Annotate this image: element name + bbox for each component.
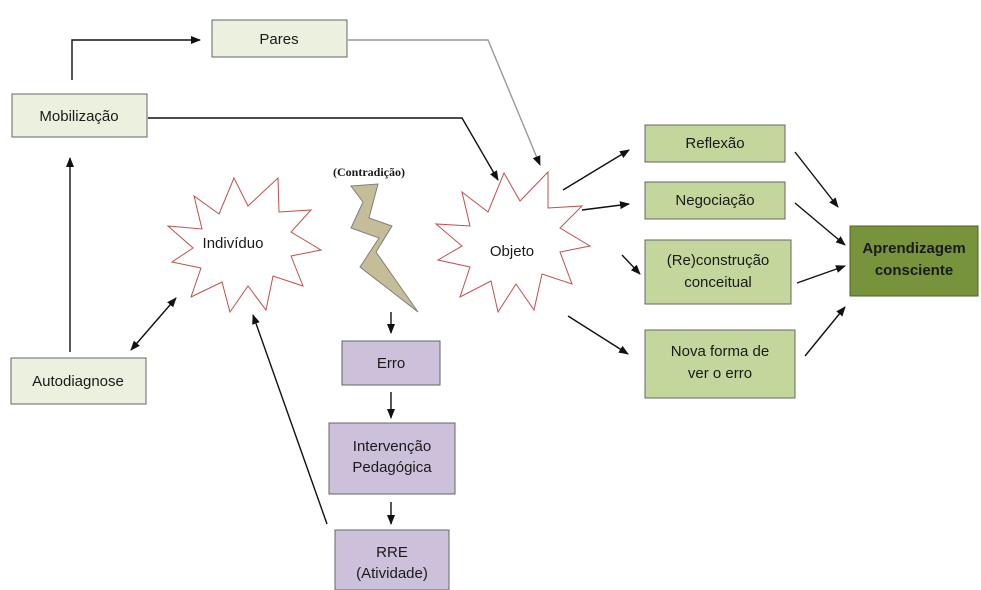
negociacao-box: Negociação [644, 181, 786, 220]
individuo-star: Indivíduo [166, 176, 323, 314]
autodiagnose-box: Autodiagnose [10, 357, 147, 405]
lightning-bolt-icon [350, 183, 419, 313]
pares-box: Pares [211, 19, 348, 58]
arrow-reflexao-to-aprendizagem [794, 151, 839, 208]
arrow-objeto-to-reconstrucao [621, 254, 641, 275]
autodiagnose-label: Autodiagnose [32, 373, 124, 390]
aprendizagem-label-line1: Aprendizagem [862, 240, 965, 257]
arrow-autodiagnose-individuo [130, 297, 177, 351]
nova-forma-label-line2: ver o erro [688, 365, 752, 382]
arrow-pares-to-objeto [348, 39, 541, 166]
arrow-negociacao-to-aprendizagem [794, 202, 846, 246]
rre-box: RRE (Atividade) [334, 529, 450, 590]
connectors [66, 36, 846, 525]
reconstrucao-label-line1: (Re)construção [667, 252, 770, 269]
contradicao-label: (Contradição) [333, 165, 405, 179]
mobilizacao-box: Mobilização [11, 93, 148, 138]
mobilizacao-label: Mobilização [39, 108, 118, 125]
rre-label-line1: RRE [376, 544, 408, 561]
arrow-objeto-to-negociacao [581, 201, 630, 211]
arrow-reconstrucao-to-aprendizagem [796, 265, 846, 284]
arrow-mobilizacao-to-pares [71, 36, 201, 80]
objeto-label: Objeto [490, 243, 534, 260]
reconstrucao-box: (Re)construção conceitual [644, 239, 792, 305]
erro-box: Erro [341, 340, 441, 386]
pares-label: Pares [259, 31, 298, 48]
reflexao-label: Reflexão [685, 135, 744, 152]
intervencao-label-line2: Pedagógica [352, 459, 432, 476]
intervencao-box: Intervenção Pedagógica [328, 422, 456, 495]
nova-forma-box: Nova forma de ver o erro [644, 329, 796, 399]
erro-label: Erro [377, 355, 405, 372]
arrow-nova-forma-to-aprendizagem [804, 306, 846, 357]
arrow-rre-to-individuo [252, 314, 328, 525]
negociacao-label: Negociação [675, 192, 754, 209]
reflexao-box: Reflexão [644, 124, 786, 163]
rre-label-line2: (Atividade) [356, 565, 428, 582]
arrow-objeto-to-nova-forma [567, 315, 629, 355]
reconstrucao-label-line2: conceitual [684, 274, 752, 291]
arrow-mobilizacao-to-objeto [148, 117, 499, 181]
aprendizagem-label-line2: consciente [875, 262, 953, 279]
aprendizagem-box: Aprendizagem consciente [849, 225, 979, 297]
nova-forma-label-line1: Nova forma de [671, 343, 769, 360]
individuo-label: Indivíduo [203, 235, 264, 252]
objeto-star: Objeto [434, 170, 592, 314]
arrow-objeto-to-reflexao [562, 149, 630, 191]
intervencao-label-line1: Intervenção [353, 438, 431, 455]
